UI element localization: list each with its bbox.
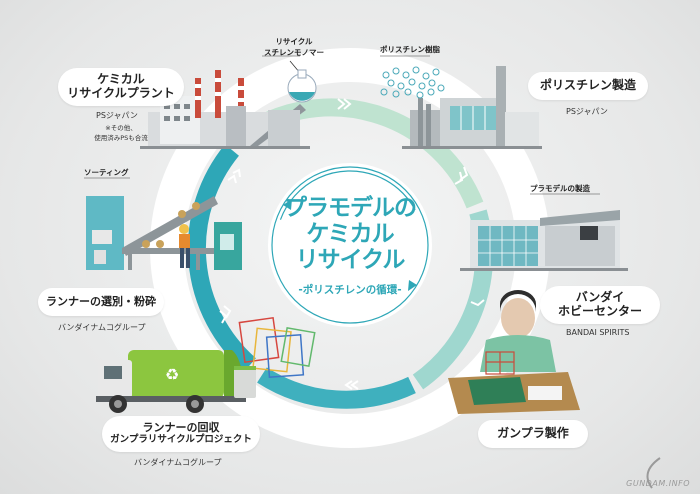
runner-collect-title1: ランナーの回収: [142, 421, 220, 435]
center-subtitle: -ポリスチレンの循環-: [298, 284, 402, 296]
chemical-plant-company: PSジャパン: [96, 111, 138, 120]
gunpla-builder-illustration: [448, 290, 580, 414]
chemical-plant-note: ※その他、 使用済みPSも合流: [76, 122, 166, 142]
tag-resin: ポリスチレン樹脂: [380, 45, 440, 54]
center-arrow-head-right: [408, 280, 417, 291]
hobby-center-company: BANDAI SPIRITS: [566, 328, 630, 337]
hobby-center-illustration: [460, 210, 628, 271]
chemical-plant-title2: リサイクルプラント: [67, 86, 175, 100]
resin-pellets: [380, 66, 445, 99]
center-arc-arrow: [275, 170, 425, 320]
center-title-line2: ケミカル: [306, 220, 394, 247]
recycle-symbol-icon: ♻: [165, 365, 179, 384]
logo-mark-icon: [646, 457, 661, 489]
chemical-plant-title1: ケミカル: [97, 72, 145, 87]
runner-collect-company: バンダイナムコグループ: [134, 458, 222, 467]
polystyrene-company: PSジャパン: [566, 107, 608, 116]
center-title: プラモデルの ケミカル リサイクル: [270, 195, 430, 273]
center-title-line1: プラモデルの: [284, 195, 417, 221]
chemical-plant-note1: ※その他、: [105, 124, 137, 132]
sorting-line-illustration: [86, 196, 242, 270]
tag-monomer-line1: リサイクル: [275, 37, 313, 46]
tag-monomer: リサイクル スチレンモノマー: [244, 36, 344, 58]
polystyrene-factory-illustration: [402, 66, 542, 149]
tag-leaders: [84, 55, 600, 195]
garbage-truck-illustration: ♻: [96, 350, 256, 413]
hobby-center-title1: バンダイ: [575, 290, 625, 305]
chemical-plant-illustration: [140, 70, 310, 149]
center-disc: [268, 163, 432, 327]
stage-gunpla-label: ガンプラ製作: [478, 420, 588, 448]
tag-model-making: プラモデルの製造: [530, 184, 590, 193]
center-disc-outline: [271, 166, 429, 324]
runner-collect-title2: ガンプラリサイクルプロジェクト: [110, 433, 252, 445]
stage-runner-collect-label: ランナーの回収 ガンプラリサイクルプロジェクト: [102, 416, 260, 452]
runner-frames: [238, 316, 316, 378]
stage-chemical-plant-label: ケミカル リサイクルプラント: [58, 68, 184, 106]
stage-polystyrene-label: ポリスチレン製造: [528, 72, 648, 100]
stage-hobby-center-label: バンダイ ホビーセンター: [540, 286, 660, 324]
tag-monomer-line2: スチレンモノマー: [264, 48, 324, 57]
center-title-line3: リサイクル: [295, 246, 406, 273]
hobby-center-title2: ホビーセンター: [557, 304, 642, 318]
runner-sort-company: バンダイナムコグループ: [58, 323, 146, 332]
chevrons: [219, 98, 485, 390]
center-arrow-head-left: [283, 199, 292, 210]
watermark-logo: GUNDAM.INFO: [626, 479, 690, 488]
flask-icon: [287, 60, 317, 103]
stage-runner-sort-label: ランナーの選別・粉砕: [38, 288, 164, 316]
tag-sorting: ソーティング: [84, 168, 129, 177]
chemical-plant-note2: 使用済みPSも合流: [94, 134, 148, 142]
cycle-band-bottom: [257, 367, 416, 409]
